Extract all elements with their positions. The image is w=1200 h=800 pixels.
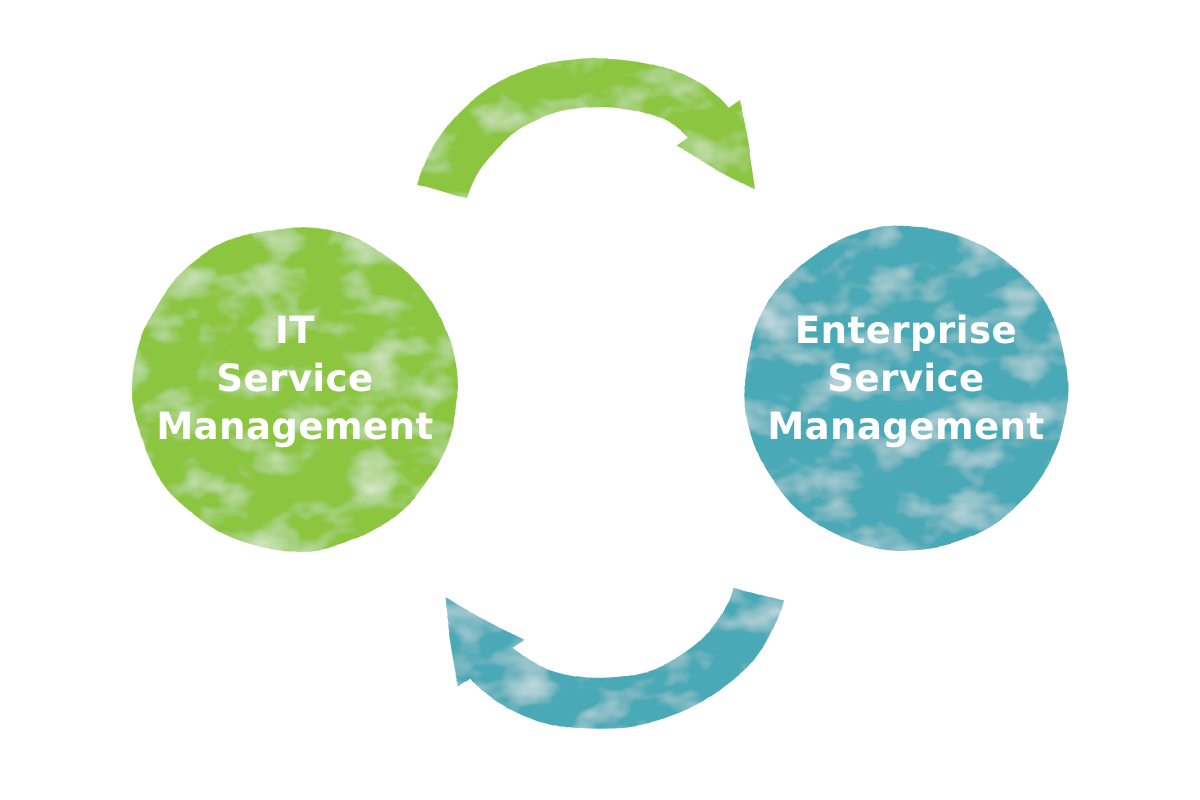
arrow-itsm-to-esm	[417, 56, 756, 201]
node-label-line: IT	[274, 309, 315, 352]
node-label-enterprise-service-management: Enterprise Service Management	[716, 307, 1096, 451]
node-label-line: Management	[156, 405, 434, 448]
arrow-esm-to-itsm	[444, 585, 783, 730]
node-label-line: Service	[216, 357, 374, 400]
node-circle-it-service-management	[133, 227, 457, 551]
node-circle-enterprise-service-management	[744, 226, 1068, 550]
node-label-it-service-management: IT Service Management	[105, 307, 485, 451]
node-label-line: Enterprise	[794, 309, 1018, 352]
node-label-line: Service	[827, 357, 985, 400]
node-label-line: Management	[767, 405, 1045, 448]
